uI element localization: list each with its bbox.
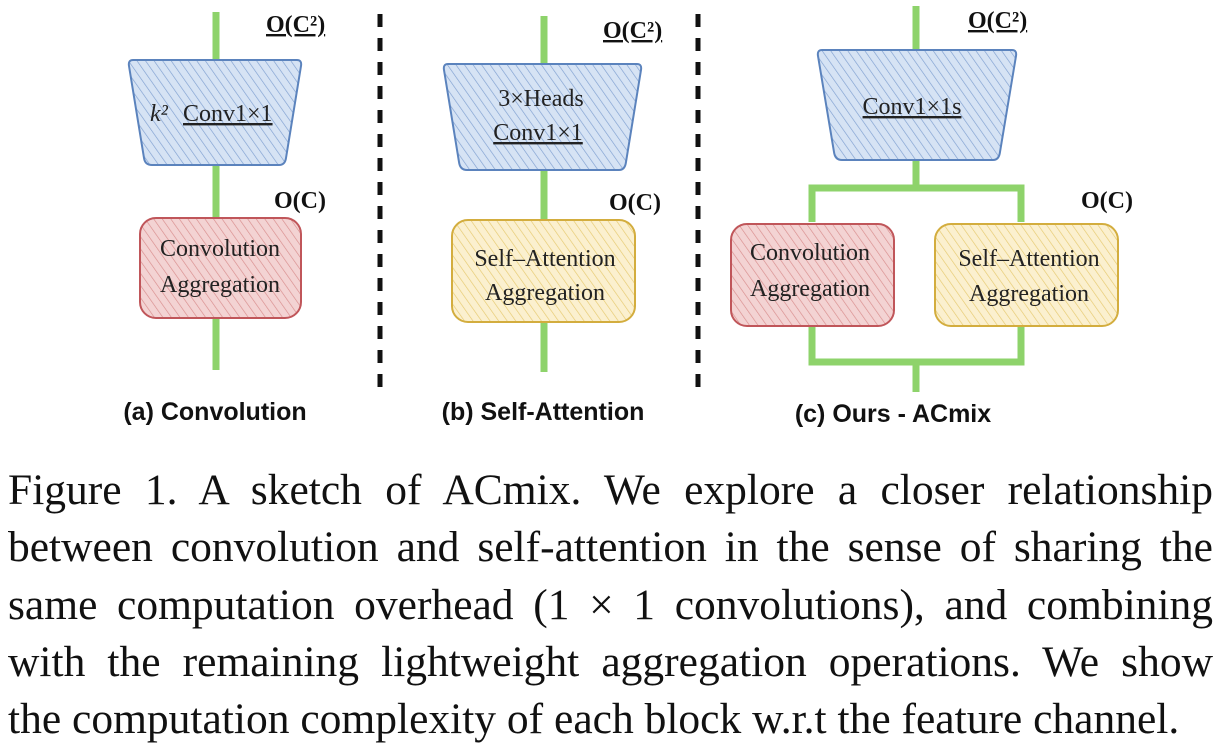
attn-agg-b-line2: Aggregation <box>485 280 605 306</box>
panel-a: k² Conv1×1 O(C²) Convolution Aggregation… <box>123 12 326 426</box>
proj-b-line2: Conv1×1 <box>493 120 583 146</box>
proj-complexity-b: O(C²) <box>603 18 662 44</box>
panel-b: 3×Heads Conv1×1 O(C²) Self–Attention Agg… <box>442 16 662 426</box>
caption-line-5: the computation complexity of each block… <box>8 695 1180 744</box>
acmix-diagram: k² Conv1×1 O(C²) Convolution Aggregation… <box>123 6 1133 428</box>
attn-agg-c-line1: Self–Attention <box>958 246 1099 272</box>
conv-agg-block-c <box>730 223 895 327</box>
proj-label-c: Conv1×1s <box>863 94 962 120</box>
agg-complexity-a: O(C) <box>274 188 326 214</box>
conv-agg-c-line2: Aggregation <box>750 276 870 302</box>
attn-agg-b-line1: Self–Attention <box>474 246 615 272</box>
attn-agg-block-b <box>451 219 636 323</box>
projection-block-c <box>816 49 1018 161</box>
panel-c: Conv1×1s O(C²) Convolution Aggregation S… <box>730 6 1133 428</box>
caption-c: (c) Ours - ACmix <box>795 400 991 428</box>
proj-complexity-c: O(C²) <box>968 8 1027 34</box>
proj-label-a: Conv1×1 <box>183 101 273 127</box>
projection-block-a <box>127 59 303 166</box>
caption-b: (b) Self-Attention <box>442 398 645 426</box>
caption-line-4: with the remaining lightweight aggregati… <box>8 637 1213 686</box>
agg-complexity-b: O(C) <box>609 190 661 216</box>
conv-agg-block-a <box>139 217 302 319</box>
proj-b-line1: 3×Heads <box>498 86 584 112</box>
conv-agg-a-line2: Aggregation <box>160 272 280 298</box>
conv-agg-a-line1: Convolution <box>160 236 280 262</box>
caption-line-2: between convolution and self-attention i… <box>8 523 1213 572</box>
caption-line-3: same computation overhead (1 × 1 convolu… <box>8 580 1213 629</box>
attn-agg-c-line2: Aggregation <box>969 281 1089 307</box>
projection-block-b <box>442 63 643 171</box>
connector-c-merge <box>808 326 1025 366</box>
agg-complexity-c: O(C) <box>1081 188 1133 214</box>
attn-agg-block-c <box>934 223 1119 327</box>
figure-caption: Figure 1. A sketch of ACmix. We explore … <box>8 462 1213 748</box>
conv-agg-c-line1: Convolution <box>750 240 870 266</box>
caption-line-1: Figure 1. A sketch of ACmix. We explore … <box>8 466 1213 514</box>
connector-c-split <box>808 184 1025 222</box>
proj-complexity-a: O(C²) <box>266 12 325 38</box>
proj-prefix-a: k² <box>150 101 169 127</box>
caption-a: (a) Convolution <box>123 398 306 426</box>
